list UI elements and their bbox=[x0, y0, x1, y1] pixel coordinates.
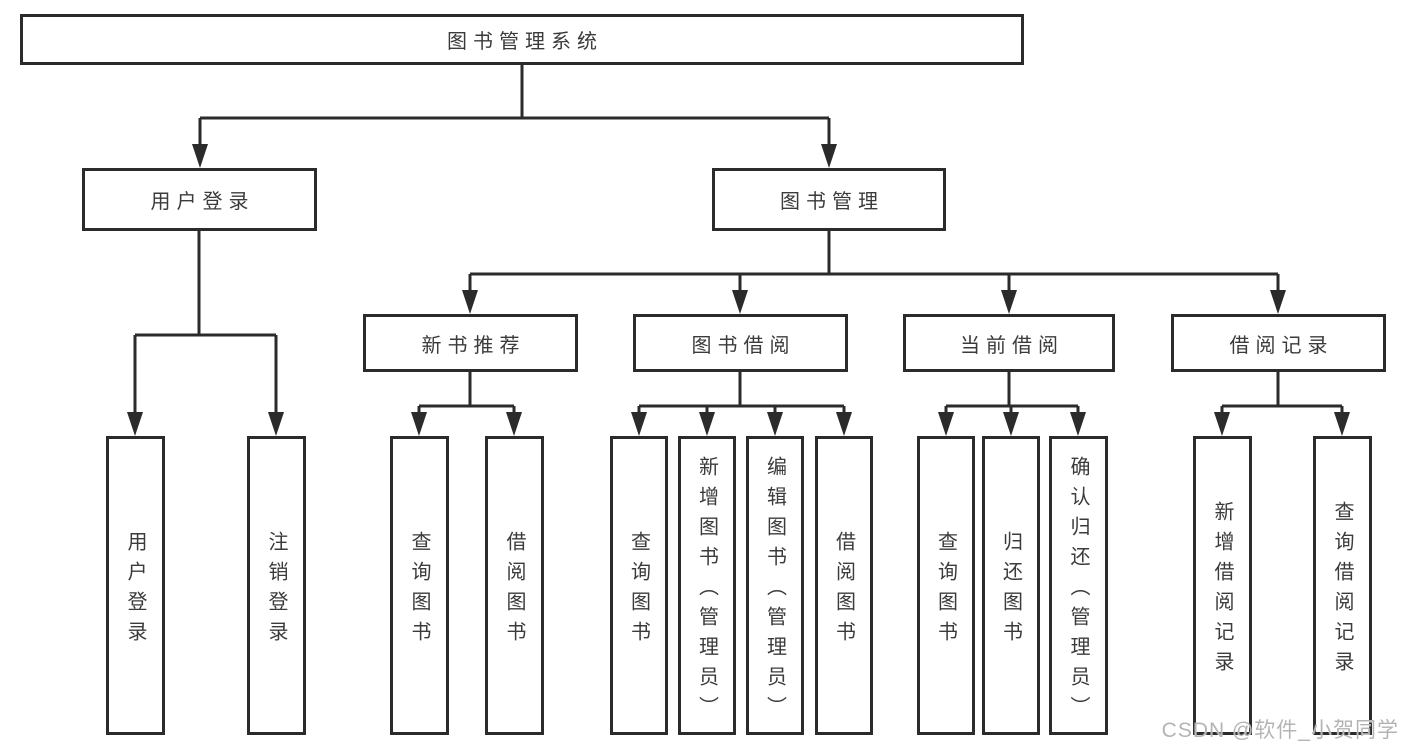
node-library-management-system: 图书管理系统 bbox=[20, 14, 1024, 65]
leaf-query-books-recommend: 查询图书 bbox=[390, 436, 449, 735]
node-user-login: 用户登录 bbox=[82, 168, 317, 231]
leaf-logout: 注销登录 bbox=[247, 436, 306, 735]
node-new-book-recommendation: 新书推荐 bbox=[363, 314, 578, 372]
leaf-borrow-books-borrow: 借阅图书 bbox=[815, 436, 873, 735]
leaf-user-login: 用户登录 bbox=[106, 436, 165, 735]
node-book-management: 图书管理 bbox=[712, 168, 946, 231]
leaf-return-books: 归还图书 bbox=[982, 436, 1040, 735]
leaf-query-books-current: 查询图书 bbox=[917, 436, 975, 735]
leaf-confirm-return-admin: 确认归还（管理员） bbox=[1049, 436, 1108, 735]
leaf-query-books-borrow: 查询图书 bbox=[610, 436, 668, 735]
leaf-add-book-admin: 新增图书（管理员） bbox=[678, 436, 736, 735]
node-book-borrowing: 图书借阅 bbox=[633, 314, 848, 372]
leaf-add-borrowing-record: 新增借阅记录 bbox=[1193, 436, 1252, 735]
csdn-watermark: CSDN @软件_小贺同学 bbox=[1161, 719, 1399, 742]
node-current-borrowing: 当前借阅 bbox=[903, 314, 1115, 372]
leaf-query-borrowing-record: 查询借阅记录 bbox=[1313, 436, 1372, 735]
node-borrowing-records: 借阅记录 bbox=[1171, 314, 1386, 372]
leaf-borrow-books-recommend: 借阅图书 bbox=[485, 436, 544, 735]
leaf-edit-book-admin: 编辑图书（管理员） bbox=[746, 436, 804, 735]
